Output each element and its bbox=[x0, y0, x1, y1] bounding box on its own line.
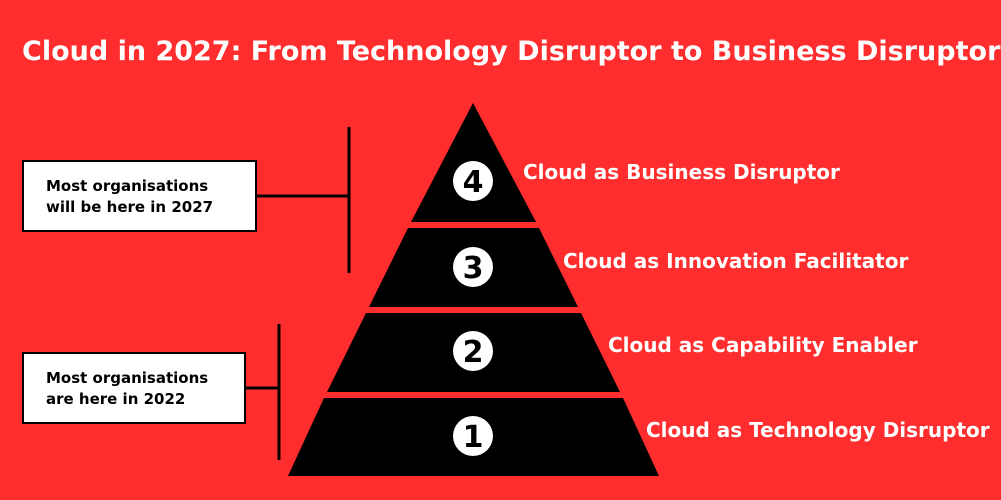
callout-2022-line1: Most organisations bbox=[46, 369, 209, 387]
svg-text:4: 4 bbox=[463, 165, 484, 200]
page-title: Cloud in 2027: From Technology Disruptor… bbox=[22, 36, 1001, 67]
bracket-2022 bbox=[245, 324, 281, 460]
callout-2027: Most organisations will be here in 2027 bbox=[22, 160, 257, 232]
level-label-1: Cloud as Technology Disruptor bbox=[646, 418, 990, 442]
level-badge-1: 1 bbox=[453, 416, 493, 456]
callout-2022-line2: are here in 2022 bbox=[46, 390, 186, 408]
level-badge-2: 2 bbox=[453, 331, 493, 371]
svg-text:3: 3 bbox=[463, 251, 484, 286]
level-label-4: Cloud as Business Disruptor bbox=[523, 160, 840, 184]
level-label-2: Cloud as Capability Enabler bbox=[608, 333, 918, 357]
svg-text:2: 2 bbox=[463, 335, 484, 370]
callout-2027-line1: Most organisations bbox=[46, 177, 209, 195]
callout-2027-line2: will be here in 2027 bbox=[46, 198, 214, 216]
level-label-3: Cloud as Innovation Facilitator bbox=[563, 249, 909, 273]
callout-2022: Most organisations are here in 2022 bbox=[22, 352, 246, 424]
level-badge-3: 3 bbox=[453, 247, 493, 287]
svg-text:1: 1 bbox=[463, 420, 484, 455]
bracket-2027 bbox=[256, 127, 351, 273]
level-badge-4: 4 bbox=[453, 161, 493, 201]
